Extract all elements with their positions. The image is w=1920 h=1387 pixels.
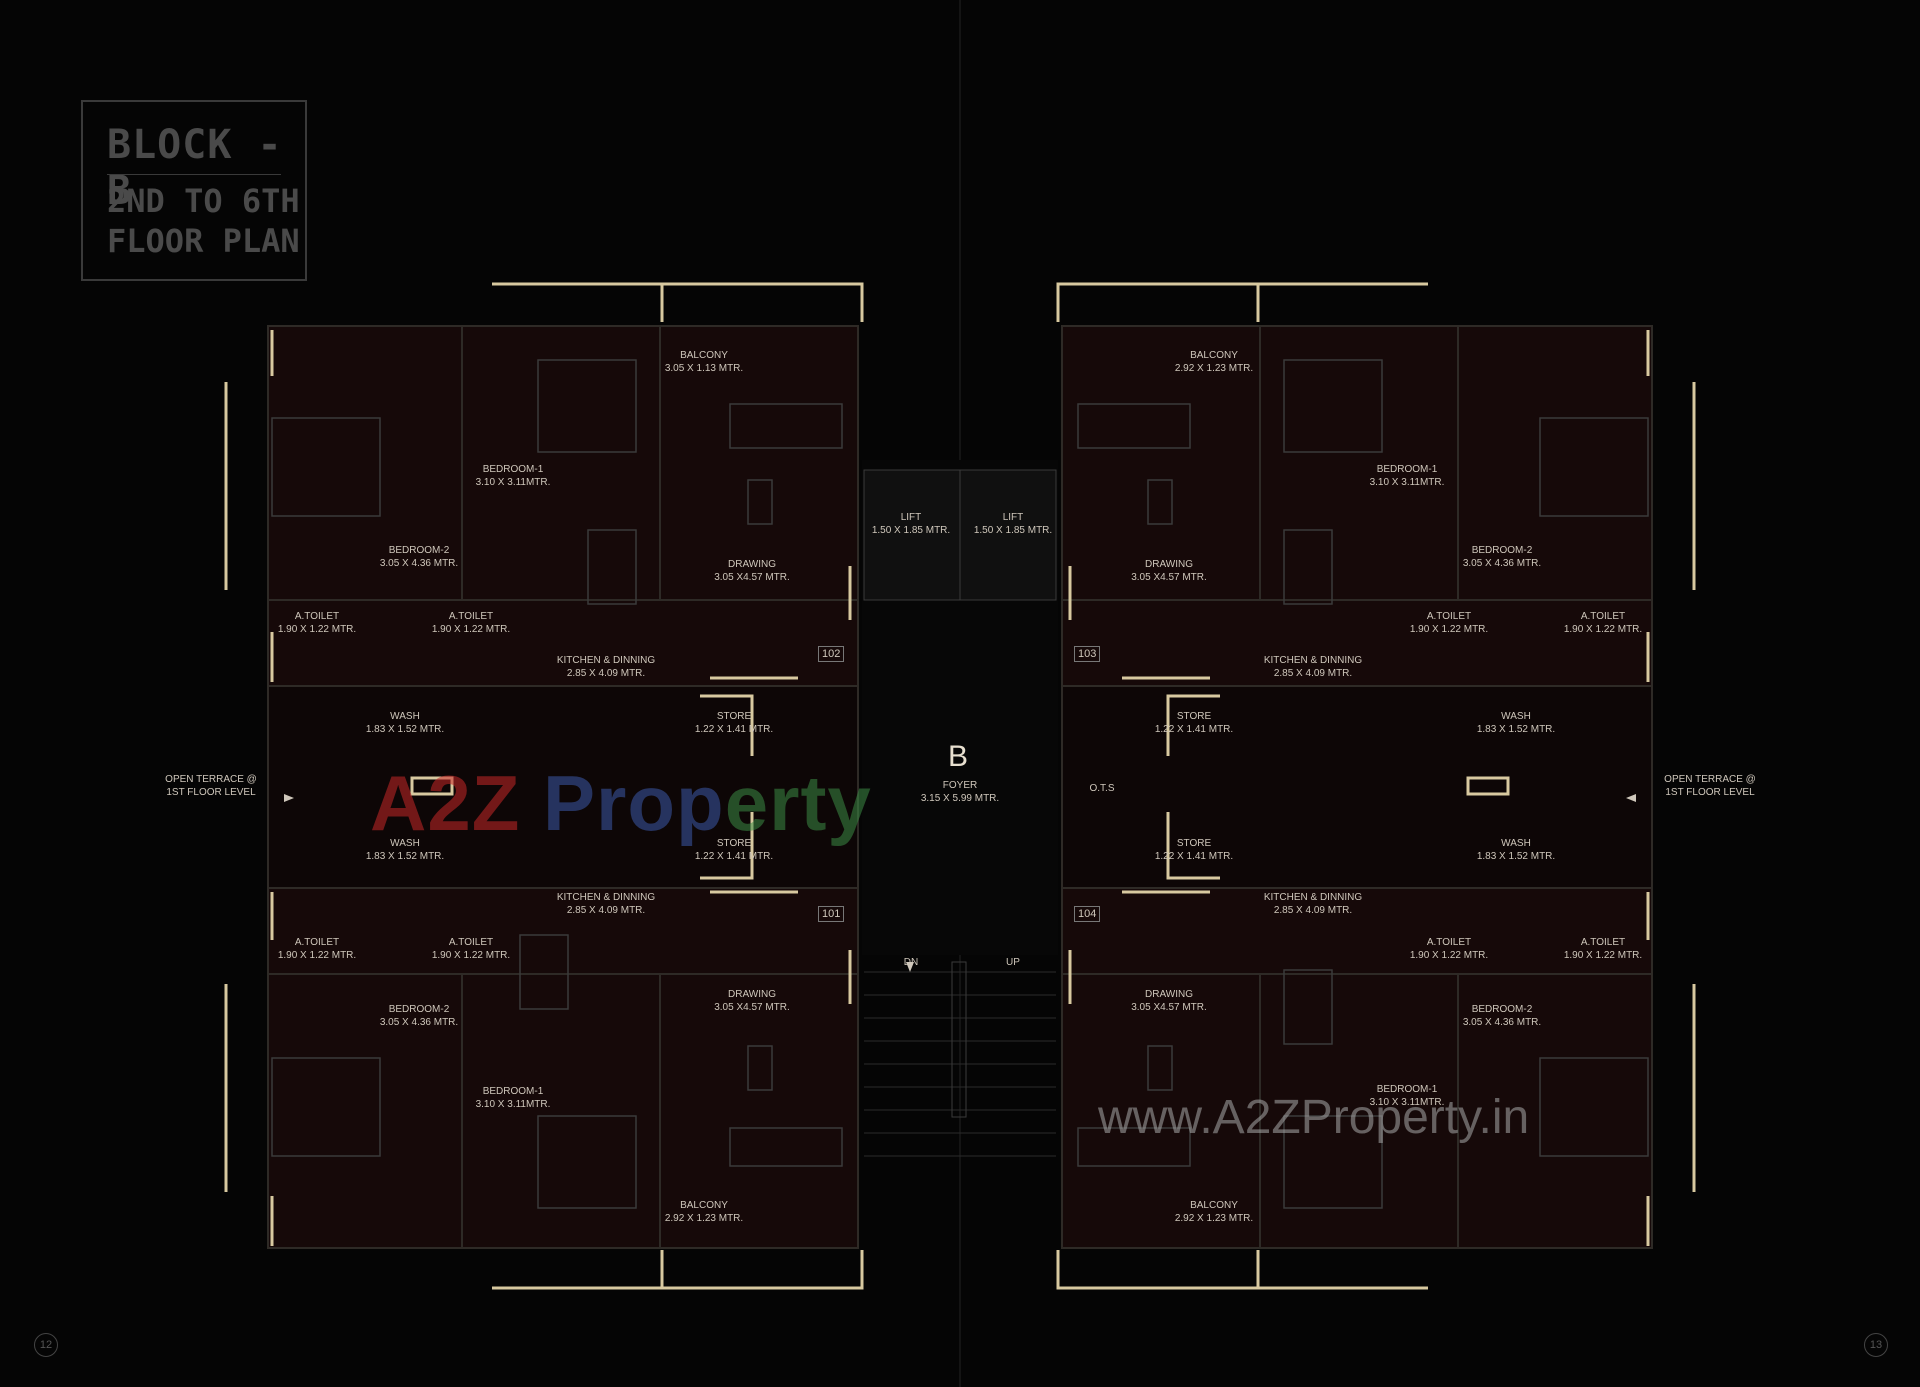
logo-watermark: A2Z Property bbox=[370, 759, 872, 847]
url-watermark: www.A2ZProperty.in bbox=[1098, 1091, 1530, 1144]
stairs-up-label: UP bbox=[1006, 957, 1020, 968]
right-wing bbox=[1062, 326, 1652, 1248]
block-letter: B bbox=[947, 740, 969, 773]
title-divider bbox=[107, 174, 281, 175]
open-terrace-right: OPEN TERRACE @1ST FLOOR LEVEL bbox=[1664, 774, 1756, 798]
lift-2 bbox=[959, 469, 1057, 601]
furniture bbox=[271, 359, 1649, 1209]
ots-label: O.T.S bbox=[1089, 783, 1115, 794]
left-wing bbox=[268, 326, 858, 1248]
block-title: BLOCK - B bbox=[107, 122, 283, 214]
unit-104-number: 104 bbox=[1074, 906, 1101, 922]
left-service-fill bbox=[268, 686, 858, 888]
open-terrace-left: OPEN TERRACE @1ST FLOOR LEVEL bbox=[165, 774, 257, 798]
title-block: BLOCK - B 2ND TO 6TH FLOOR PLAN bbox=[81, 100, 307, 281]
terrace-arrows bbox=[284, 794, 1636, 972]
page-number-left: 12 bbox=[34, 1333, 58, 1357]
accent-walls bbox=[224, 282, 1696, 1290]
unit-102-fill bbox=[268, 326, 858, 686]
page-number-right: 13 bbox=[1864, 1333, 1888, 1357]
unit-103-number: 103 bbox=[1074, 646, 1101, 662]
lift-1 bbox=[863, 469, 961, 601]
plan-label: FLOOR PLAN bbox=[107, 222, 300, 260]
unit-101-fill bbox=[268, 888, 858, 1248]
unit-104-fill bbox=[1062, 888, 1652, 1248]
unit-103-fill bbox=[1062, 326, 1652, 686]
unit-101-number: 101 bbox=[818, 906, 845, 922]
unit-102-number: 102 bbox=[818, 646, 845, 662]
stairs-down-label: DN bbox=[903, 957, 919, 968]
staircase bbox=[864, 961, 1056, 1157]
internal-walls bbox=[267, 325, 1653, 1249]
right-service-fill bbox=[1062, 686, 1652, 888]
floor-range: 2ND TO 6TH bbox=[107, 182, 300, 220]
